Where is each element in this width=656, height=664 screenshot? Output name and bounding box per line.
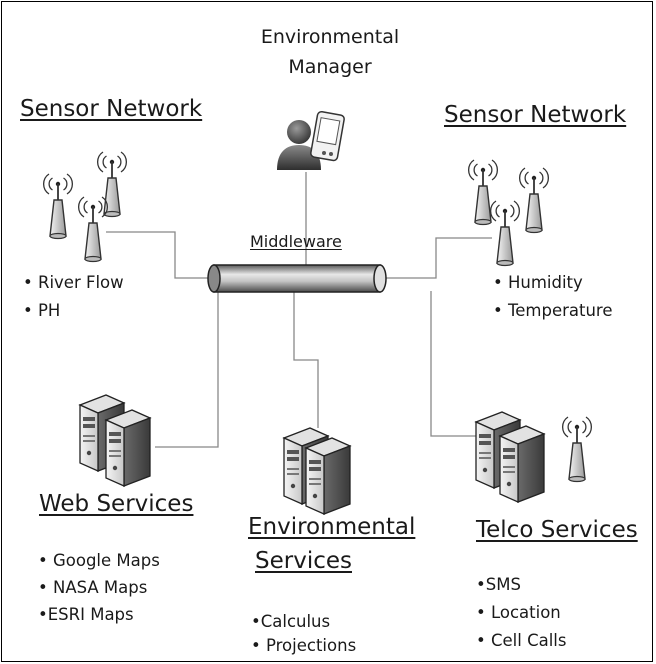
web-services-item-google-maps: • Google Maps: [38, 551, 160, 570]
environmental-manager-label: Environmental Manager: [240, 22, 420, 82]
telco-services-item-cell-calls: • Cell Calls: [476, 631, 567, 650]
env-services-item-calculus: •Calculus: [251, 612, 331, 631]
telco-services-title: Telco Services: [476, 517, 638, 543]
environmental-services-title-line1: Environmental: [248, 514, 416, 540]
environmental-services-title-line2: Services: [255, 548, 352, 574]
telco-services-item-sms: •SMS: [476, 575, 521, 594]
middleware-label: Middleware: [250, 232, 342, 251]
env-services-item-projections: • Projections: [251, 636, 357, 655]
sensor-right-item-temperature: • Temperature: [493, 301, 613, 320]
pda-device-icon: [310, 110, 345, 162]
antenna-tower-icon: [561, 416, 593, 483]
telco-services-item-location: • Location: [476, 603, 561, 622]
line-left-sensors: [106, 231, 210, 279]
line-env-services: [293, 291, 319, 428]
sensor-left-item-river-flow: • River Flow: [23, 273, 124, 292]
sensor-network-right-title: Sensor Network: [444, 102, 627, 128]
antenna-tower-icon: [489, 200, 521, 267]
manager-label-line2: Manager: [288, 56, 372, 78]
line-right-sensors: [382, 237, 492, 279]
web-services-item-esri-maps: •ESRI Maps: [38, 605, 134, 624]
server-icon: [499, 425, 545, 503]
line-telco-services: [430, 291, 476, 437]
web-services-title: Web Services: [39, 491, 194, 517]
antenna-tower-icon: [77, 196, 109, 263]
web-services-item-nasa-maps: • NASA Maps: [38, 578, 148, 597]
manager-person-icon: [277, 120, 321, 170]
server-icon: [105, 409, 151, 487]
antenna-tower-icon: [518, 167, 550, 234]
middleware-pipe: [207, 264, 387, 293]
connection-lines: [106, 172, 492, 448]
manager-label-line1: Environmental: [260, 26, 400, 48]
line-web-services: [155, 291, 219, 448]
antenna-tower-icon: [467, 159, 499, 226]
server-icon: [305, 437, 351, 515]
sensor-right-item-humidity: • Humidity: [493, 273, 583, 292]
sensor-network-left-title: Sensor Network: [20, 96, 203, 122]
antenna-tower-icon: [42, 173, 74, 240]
sensor-left-item-ph: • PH: [23, 301, 61, 320]
